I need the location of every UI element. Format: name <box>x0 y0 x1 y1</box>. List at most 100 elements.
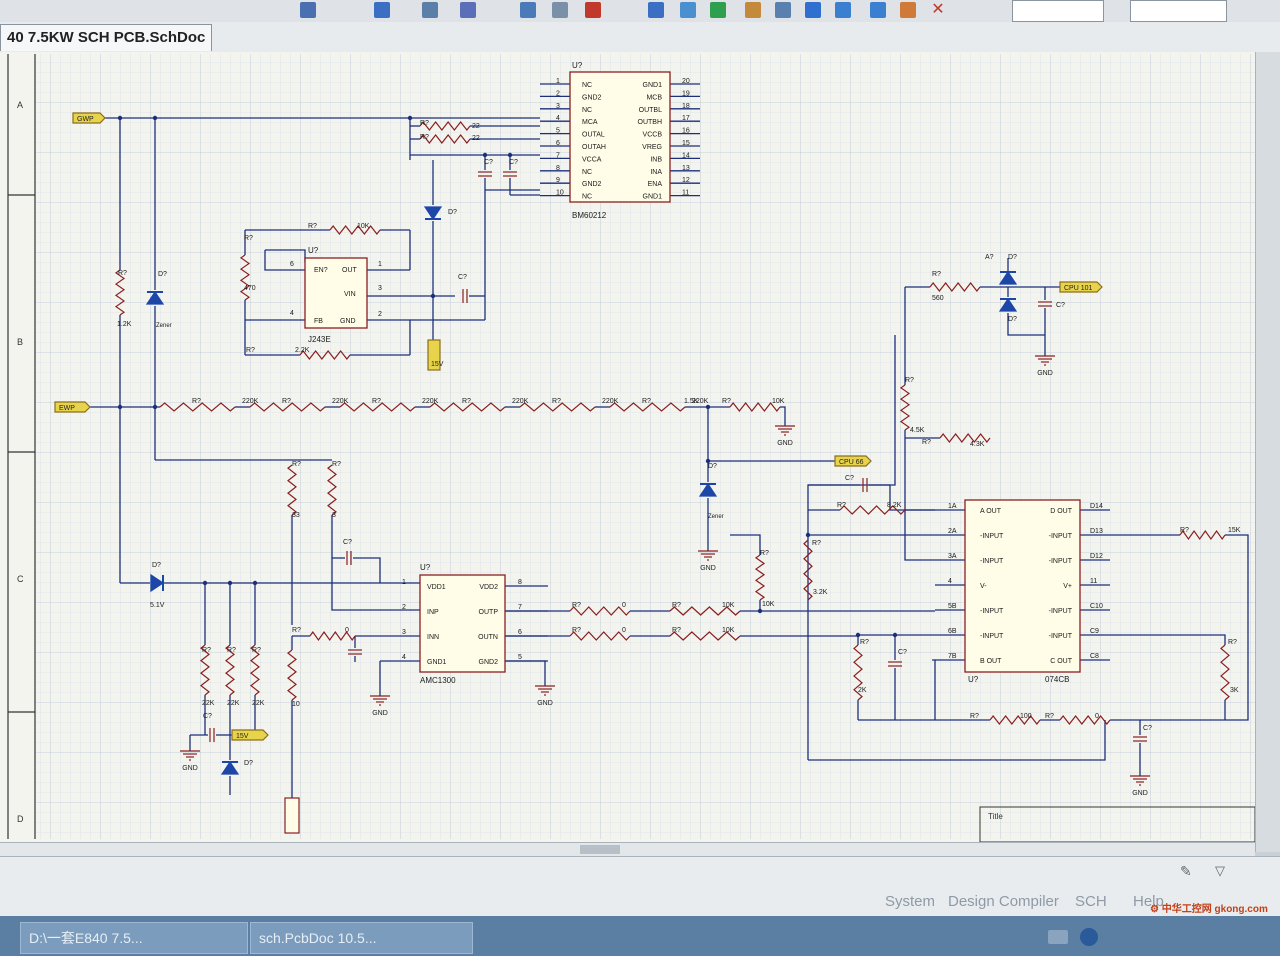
wire-tool-icon[interactable] <box>300 2 316 18</box>
opamp-pin-num: D14 <box>1090 503 1103 510</box>
amc1300-pin-num: 7 <box>518 604 522 611</box>
bm60212-pin-name: VCCA <box>582 156 602 163</box>
select-tool-icon[interactable] <box>835 2 851 18</box>
opamp-part: 074CB <box>1045 675 1069 684</box>
document-tab[interactable]: 40 7.5KW SCH PCB.SchDoc <box>0 24 213 51</box>
taskbar-item-2[interactable]: sch.PcbDoc 10.5... <box>250 922 473 954</box>
resistor-symbol <box>754 554 766 601</box>
opamp-pin-name: -INPUT <box>1049 558 1073 565</box>
d-label: D? <box>152 562 161 569</box>
ground-label: GND <box>777 440 793 447</box>
tray-keyboard-icon[interactable] <box>1048 930 1068 944</box>
bm60212-pin-num: 2 <box>556 90 560 97</box>
sheet-entry-icon[interactable] <box>552 2 568 18</box>
filter-icon[interactable]: ▽ <box>1215 863 1225 878</box>
right-panel-strip[interactable] <box>1255 52 1280 852</box>
wire <box>505 660 546 680</box>
ewp-port <box>54 401 91 413</box>
power-port-icon[interactable] <box>460 2 476 18</box>
regulator-pin-num: 4 <box>290 310 294 317</box>
close-x-icon[interactable]: ✕ <box>931 1 945 18</box>
bm60212-pin-name: NC <box>582 82 592 89</box>
bus-tool-icon[interactable] <box>374 2 390 18</box>
r2k-label: 2K <box>858 687 867 694</box>
opamp-pin-name: -INPUT <box>1049 608 1073 615</box>
filter-combo[interactable] <box>1012 0 1104 22</box>
taskbar-item-1[interactable]: D:\一套E840 7.5... <box>20 922 248 954</box>
port-icon[interactable] <box>648 2 664 18</box>
mask-combo[interactable] <box>1130 0 1227 22</box>
component-layer <box>54 71 1230 834</box>
r0c-label: 0 <box>1095 713 1099 720</box>
place-icon[interactable] <box>680 2 696 18</box>
bm60212-pin-num: 7 <box>556 152 560 159</box>
horizontal-scrollbar[interactable] <box>0 842 1255 857</box>
d-label: D? <box>1008 316 1017 323</box>
panel-tab-system[interactable]: System <box>885 893 936 910</box>
regulator-pin-num: 2 <box>378 311 382 318</box>
panel-tab-help[interactable]: Help <box>1133 893 1164 910</box>
component-icon[interactable] <box>520 2 536 18</box>
bm60212-pin-num: 17 <box>682 115 690 122</box>
toolbar: ✕ <box>0 0 1280 23</box>
panel-tab-sch[interactable]: SCH <box>1075 893 1107 910</box>
v51-label: 5.1V <box>150 602 165 609</box>
marker-icon[interactable] <box>585 2 601 18</box>
r-label: R? <box>760 550 769 557</box>
move-tool-icon[interactable] <box>870 2 886 18</box>
tray-help-icon[interactable] <box>1080 928 1098 946</box>
resistor-symbol <box>669 606 741 616</box>
bm60212-pin-name: INA <box>650 169 662 176</box>
opamp-pin-num: D12 <box>1090 553 1103 560</box>
table-tool-icon[interactable] <box>775 2 791 18</box>
resistor-symbol <box>419 121 471 131</box>
net-label-icon[interactable] <box>422 2 438 18</box>
resistor-symbol <box>249 402 326 412</box>
r-label: R? <box>837 502 846 509</box>
v15b-port <box>231 729 269 741</box>
orange-tool-icon[interactable] <box>900 2 916 18</box>
v15-port <box>427 339 441 371</box>
regulator-pin: FB <box>314 318 323 325</box>
bm60212-pin-name: VCCB <box>643 132 663 139</box>
regulator-pin-num: 3 <box>378 285 382 292</box>
zener-label: Zener <box>708 514 724 520</box>
resistor-symbol <box>1179 529 1226 541</box>
bm60212-pin-num: 1 <box>556 78 560 85</box>
green-tool-icon[interactable] <box>710 2 726 18</box>
arrow-tool-icon[interactable] <box>745 2 761 18</box>
opamp-pin-num: C9 <box>1090 628 1099 635</box>
opamp-pin-num: 4 <box>948 578 952 585</box>
r-label: R? <box>905 377 914 384</box>
opamp-pin-num: D13 <box>1090 528 1103 535</box>
opamp-pin-num: C8 <box>1090 653 1099 660</box>
diode-symbol <box>220 760 240 775</box>
regulator-body <box>304 257 368 329</box>
opamp-pin-name: C OUT <box>1050 658 1073 665</box>
bottom-panel-bar: ✎ ▽ System Design Compiler SCH Help <box>0 856 1280 917</box>
r-label: R? <box>462 398 471 405</box>
pencil-icon[interactable]: ✎ <box>1180 863 1192 879</box>
amc1300-body <box>419 574 506 673</box>
r-label: R? <box>722 398 731 405</box>
r10k-label: 10K <box>357 223 370 230</box>
amc1300-pin-name: VDD1 <box>427 584 446 591</box>
diode-symbol <box>150 573 165 593</box>
opamp-pin-name: -INPUT <box>1049 633 1073 640</box>
panel-tab-design-compiler[interactable]: Design Compiler <box>948 893 1059 910</box>
bm60212-pin-name: OUTBH <box>638 119 663 126</box>
wire-net <box>90 83 1249 800</box>
r15k-label: 15K <box>1228 527 1241 534</box>
r4k3-label: 4.3K <box>970 441 985 448</box>
r-label: R? <box>860 639 869 646</box>
r1k2-label: 1.2K <box>117 321 132 328</box>
scrollbar-thumb[interactable] <box>580 845 620 854</box>
opamp-pin-num: 7B <box>948 653 957 660</box>
amc1300-pin-name: OUTP <box>479 609 499 616</box>
bm60212-pin-name: GND1 <box>643 194 663 201</box>
v15b-port-text: 15V <box>236 733 249 740</box>
opamp-pin-name: -INPUT <box>980 608 1004 615</box>
blue-tool-icon[interactable] <box>805 2 821 18</box>
r3k2-label: 3.2K <box>813 589 828 596</box>
